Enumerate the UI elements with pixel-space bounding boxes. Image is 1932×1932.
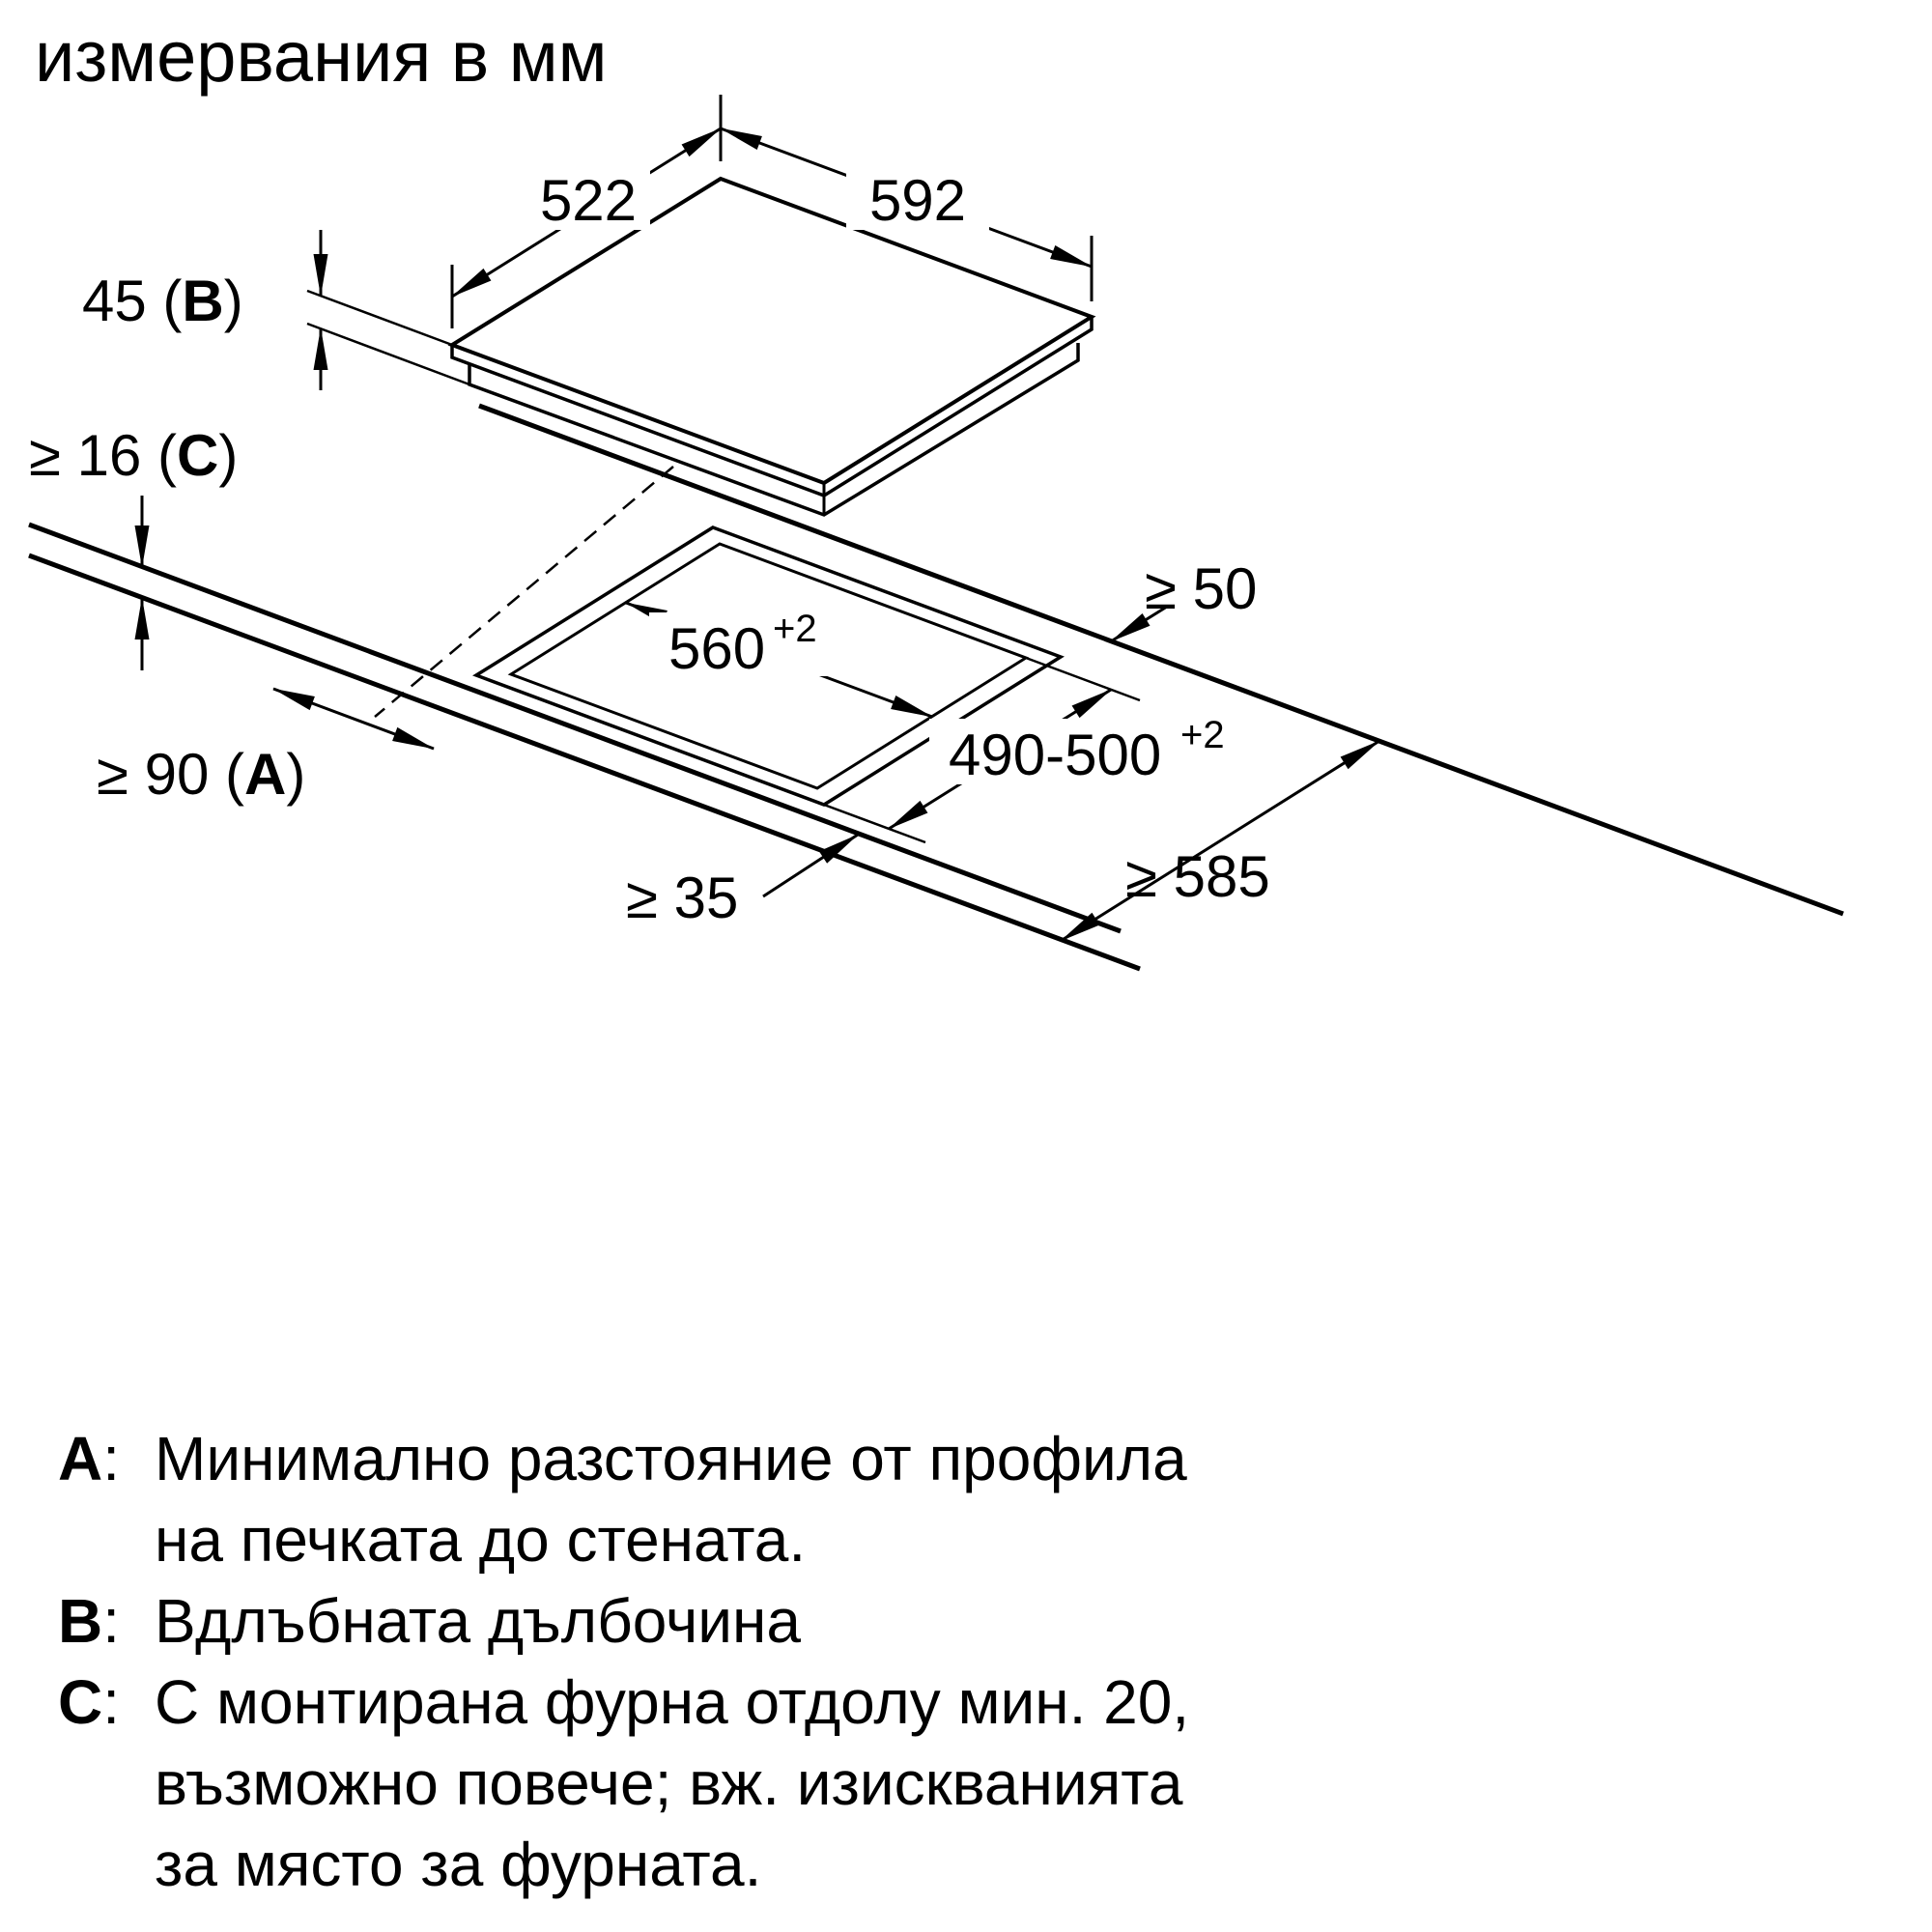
counter-front-bottom-edge — [28, 553, 1141, 972]
dim-label-560-tolerance: +2 — [773, 608, 817, 650]
extension-line — [306, 289, 453, 347]
extension-line — [823, 803, 926, 844]
dim-label-35: ≥ 35 — [626, 866, 738, 930]
legend-text-B: Вдлъбната дълбочина — [155, 1586, 801, 1656]
dim-label-522: 522 — [540, 168, 637, 233]
extension-line — [306, 322, 470, 386]
label-bg-490-500 — [929, 719, 1262, 784]
counter-front-top-edge — [28, 522, 1122, 934]
installation-diagram: 522 592 45 (B) ≥ 16 (C) ≥ 90 (A) 560 +2 … — [28, 95, 1844, 972]
label-bg-522 — [526, 170, 650, 230]
dim-label-592: 592 — [869, 168, 966, 233]
arrow-front-clearance — [762, 833, 859, 898]
dimension-hob-height — [306, 230, 470, 390]
arrow-rear-clearance — [1110, 605, 1168, 643]
label-bg-592 — [846, 170, 989, 230]
extension-line — [1025, 656, 1141, 702]
legend-item-A: A: Минимално разстояние от профила на пе… — [58, 1418, 1893, 1580]
legend-item-C: C: С монтирана фурна отдолу мин. 20, въз… — [58, 1662, 1893, 1905]
dim-label-50: ≥ 50 — [1145, 556, 1257, 621]
dimension-line-counter-depth — [1060, 739, 1380, 943]
label-bg-560 — [649, 612, 835, 676]
legend-text-C: С монтирана фурна отдолу мин. 20, възмож… — [155, 1667, 1190, 1899]
legend: A: Минимално разстояние от профила на пе… — [58, 1418, 1893, 1905]
page-title: измервания в мм — [35, 16, 608, 97]
legend-item-B: B: Вдлъбната дълбочина — [58, 1580, 1893, 1662]
hob-projection-dashed-line — [374, 466, 674, 718]
dim-label-16-C: ≥ 16 (C) — [29, 423, 238, 488]
dim-label-45-B: 45 (B) — [82, 269, 243, 333]
countertop-drawing — [28, 403, 1844, 972]
counter-rear-edge — [478, 403, 1844, 917]
dim-label-490-500-tolerance: +2 — [1180, 714, 1225, 756]
dim-label-90-A: ≥ 90 (A) — [97, 742, 305, 807]
legend-key-B: B: — [58, 1586, 120, 1656]
dim-label-560: 560 — [668, 616, 765, 681]
label-backgrounds — [526, 170, 1262, 784]
legend-text-A: Минимално разстояние от профила на печка… — [155, 1424, 1187, 1575]
legend-key-A: A: — [58, 1424, 120, 1493]
clearance-arrows — [272, 605, 1380, 943]
dimension-line-wall-distance — [272, 687, 435, 751]
dim-label-585: ≥ 585 — [1125, 844, 1270, 909]
legend-key-C: C: — [58, 1667, 120, 1737]
dim-label-490-500: 490-500 — [949, 723, 1161, 787]
